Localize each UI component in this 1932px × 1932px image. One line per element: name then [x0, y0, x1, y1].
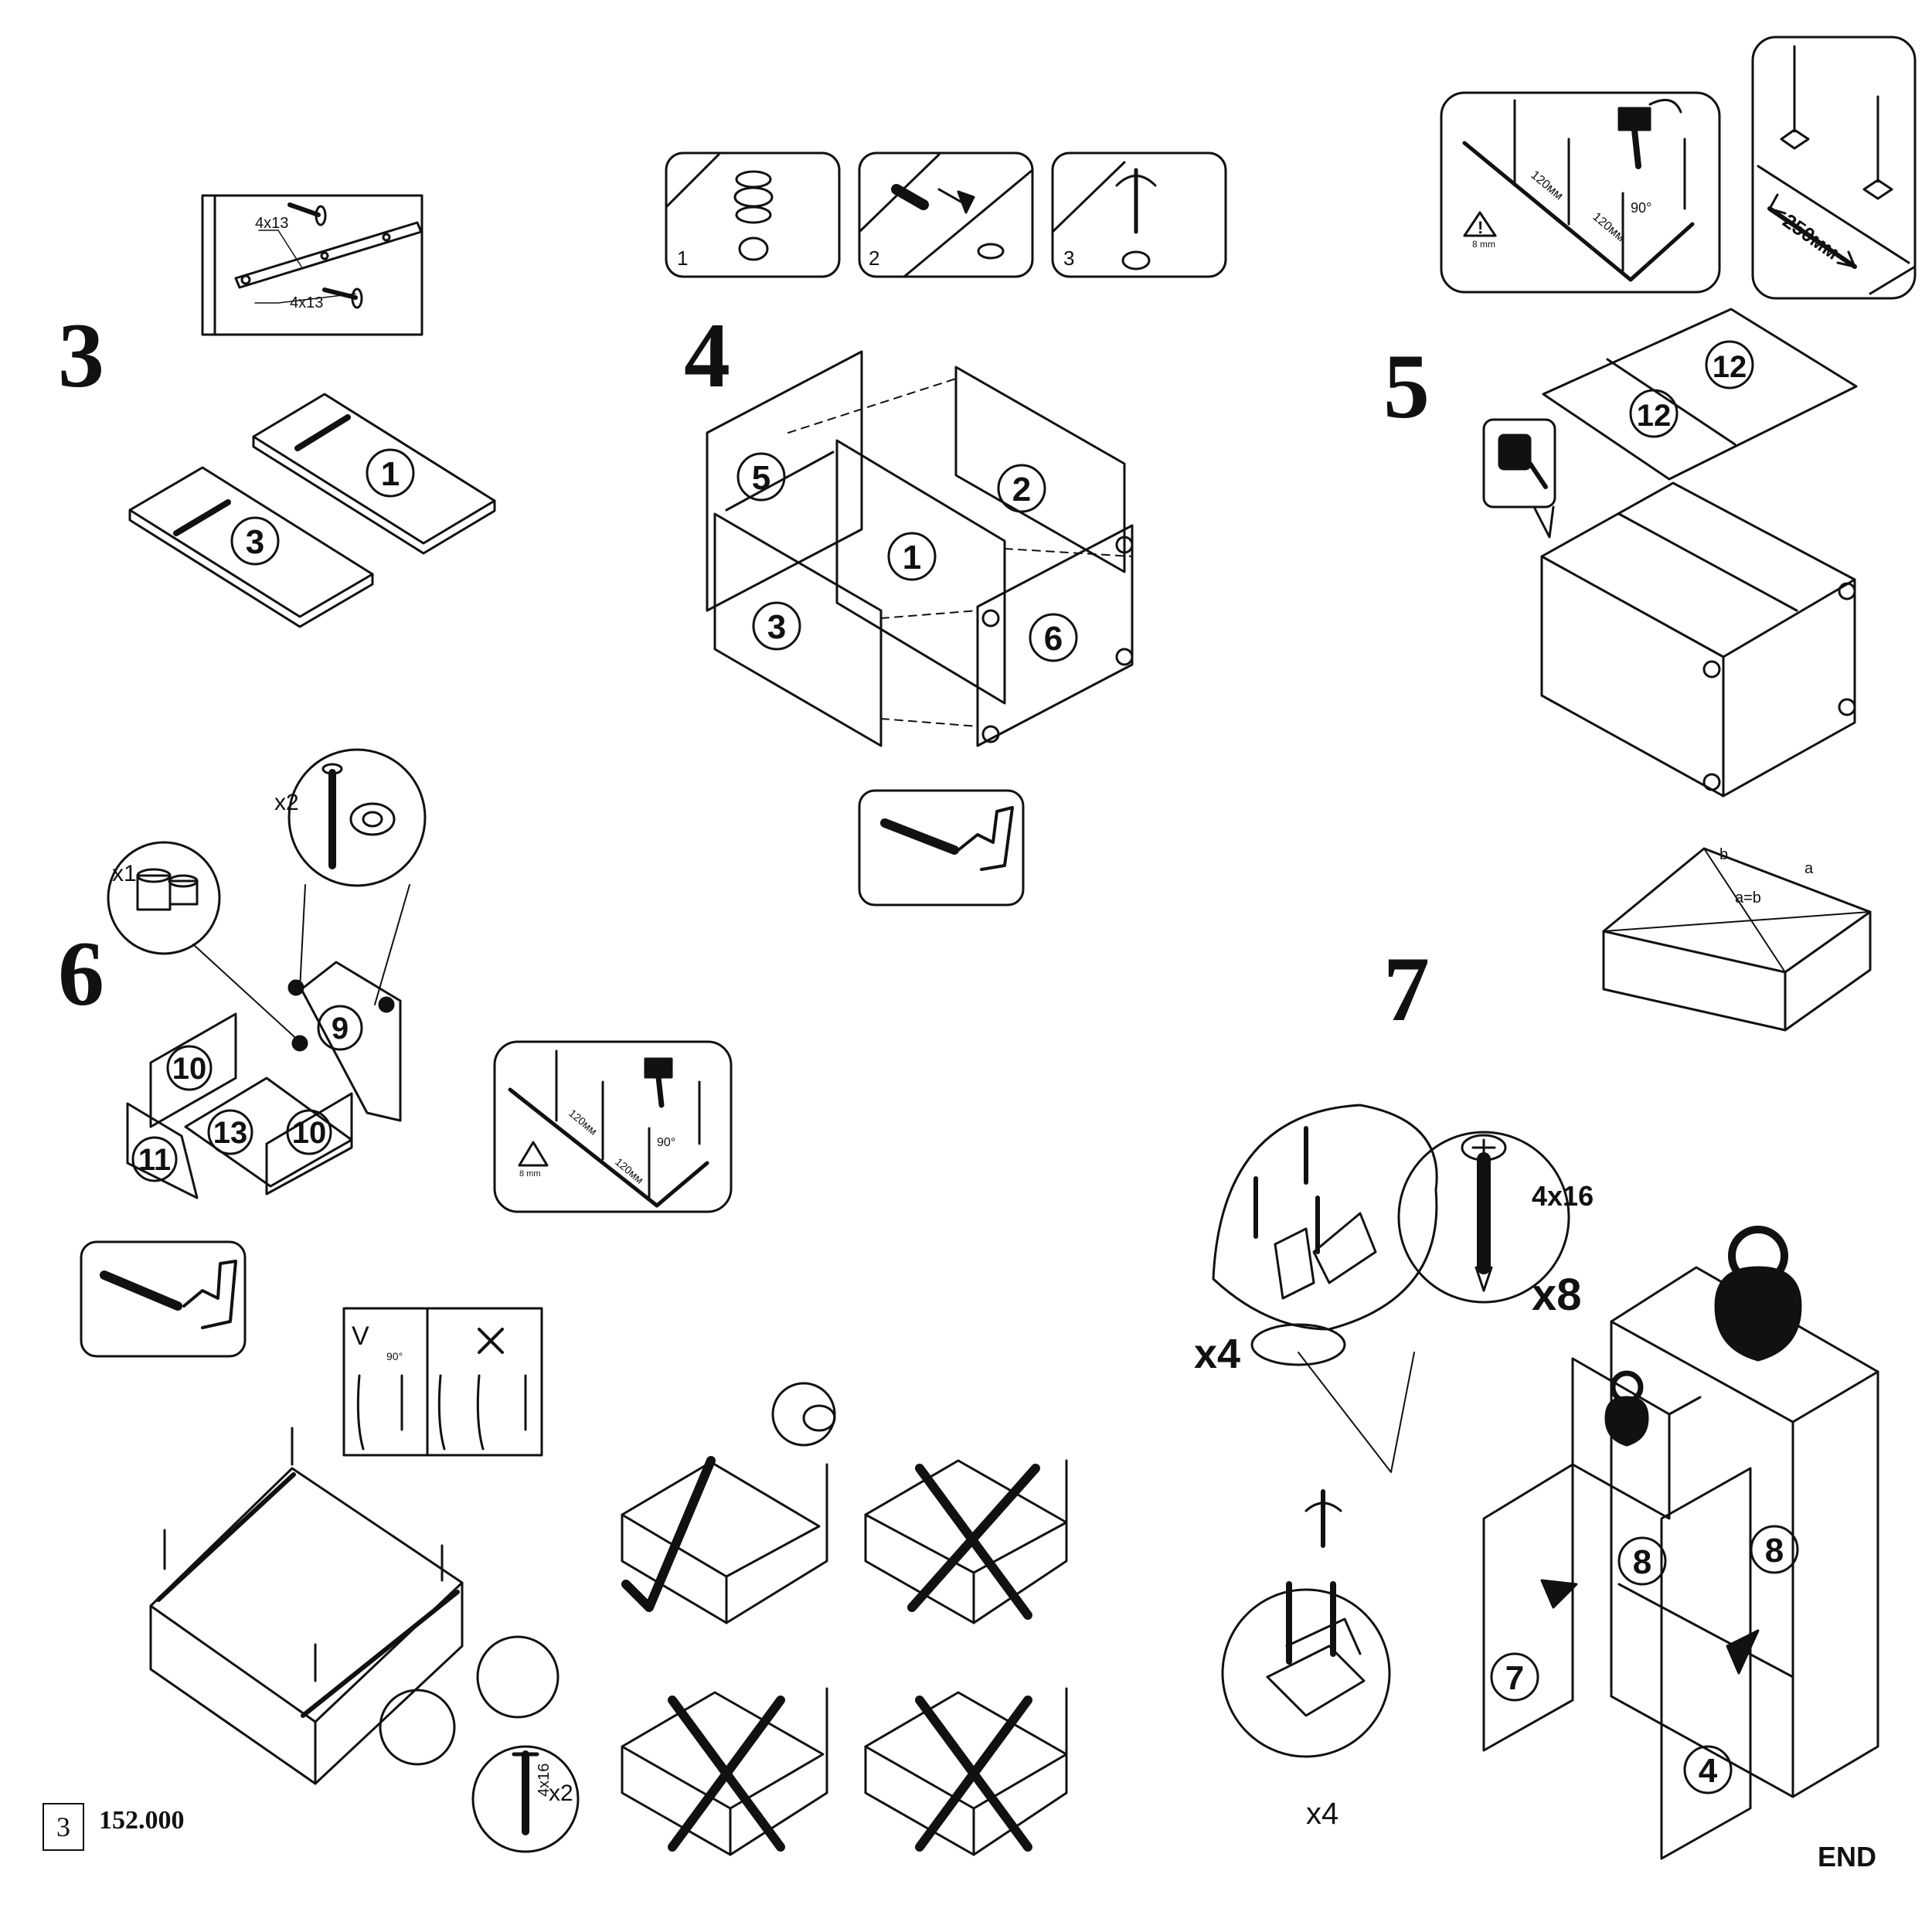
part-label: 12 — [1637, 399, 1672, 433]
measure-label: 8 mm — [1472, 239, 1495, 250]
quantity-label: x1 — [112, 861, 137, 886]
cabinet-final: 7 8 8 4 10 kg 5 kg — [1482, 1226, 1879, 1860]
measure-label: 120мм — [566, 1107, 600, 1138]
weight-5kg-icon: 5 kg — [1604, 1370, 1649, 1447]
step5-diagonal-check: b a a=b — [1602, 846, 1872, 1032]
measure-label: 250мм — [1779, 209, 1844, 264]
part-label: 4 — [1699, 1752, 1718, 1790]
part-label: 8 — [1765, 1532, 1784, 1570]
page-number: 3 — [43, 1803, 84, 1851]
measure-label: a=b — [1735, 889, 1761, 906]
measure-label: a — [1804, 860, 1814, 877]
quantity-label: x2 — [549, 1781, 573, 1806]
measure-label: 120мм — [613, 1155, 646, 1186]
hinge-plate-detail: x4 — [1221, 1489, 1391, 1831]
measure-label: 8 mm — [519, 1169, 541, 1179]
end-label: END — [1818, 1841, 1877, 1872]
step-number-7: 7 — [1383, 937, 1430, 1040]
screw-icon — [287, 202, 327, 226]
step6-dowel-detail: x1 — [107, 841, 221, 955]
quantity-label: x8 — [1532, 1270, 1582, 1320]
step5-carcass: 12 12 — [1482, 308, 1858, 798]
step5-spacing-detail: 250мм — [1751, 36, 1917, 300]
screw-size-label: 4x13 — [255, 215, 288, 232]
slide-orientation-check: V 90° — [342, 1307, 543, 1457]
part-label: 5 — [752, 459, 770, 497]
step-number-4: 4 — [684, 304, 730, 406]
hinge-screw-detail: 4x16 x8 — [1397, 1131, 1594, 1320]
drawer-alignment-wrong — [864, 1459, 1068, 1624]
part-label: 2 — [1012, 471, 1031, 509]
part-label: 12 — [1713, 350, 1747, 384]
slide-screw-details: 4x16 x2 — [379, 1635, 580, 1853]
screw-icon — [322, 287, 363, 309]
substep-number: 3 — [1063, 247, 1074, 270]
part-label: 1 — [381, 455, 400, 493]
drawer-alignment-correct — [621, 1382, 836, 1624]
model-number: 152.000 — [99, 1806, 185, 1835]
step-number-6: 6 — [58, 922, 104, 1025]
weight-label: 10 kg — [1730, 1301, 1786, 1327]
svg-text:!: ! — [1478, 218, 1483, 237]
quantity-label: x4 — [1194, 1331, 1240, 1377]
part-label: 6 — [1044, 620, 1063, 658]
quantity-label: x2 — [274, 790, 299, 815]
dowel-icon — [891, 184, 929, 210]
part-label: 10 — [292, 1116, 327, 1150]
part-label: 10 — [172, 1052, 207, 1086]
check-mark: V — [352, 1321, 369, 1351]
angle-label: 90° — [1631, 200, 1651, 216]
step6-drawer-parts: 10 9 11 13 10 — [126, 884, 410, 1199]
part-label: 3 — [246, 523, 264, 561]
angle-label: 90° — [386, 1350, 403, 1362]
measure-label: b — [1719, 846, 1728, 863]
step-number-5: 5 — [1383, 335, 1430, 437]
screw-size-label: 4x16 — [1532, 1180, 1594, 1212]
hammer-icon — [644, 1057, 673, 1108]
part-label: 9 — [332, 1012, 349, 1046]
drawer-alignment-wrong — [864, 1687, 1068, 1856]
hinge-detail: x4 — [1194, 1104, 1438, 1473]
part-label: 11 — [138, 1143, 171, 1177]
substep-number: 1 — [677, 247, 688, 270]
step6-screw-tool — [80, 1240, 247, 1358]
tape-measure-icon — [1482, 418, 1556, 539]
step4-cam-detail: 1 2 3 — [665, 151, 1227, 278]
part-label: 7 — [1505, 1659, 1524, 1697]
step4-carcass: 5 2 1 3 6 — [706, 350, 1134, 747]
screw-size-label: 4x16 — [536, 1764, 553, 1797]
weight-10kg-icon: 10 kg — [1714, 1226, 1802, 1362]
screw-size-label: 4x13 — [290, 294, 323, 311]
hammer-icon — [1617, 98, 1682, 169]
step6-cam-detail: x2 — [274, 748, 427, 887]
part-label: 3 — [767, 608, 786, 646]
step5-nail-detail: ! 8 mm 120мм 120мм 90° — [1440, 91, 1721, 294]
substep-number: 2 — [869, 247, 879, 270]
part-label: 1 — [903, 539, 921, 577]
part-label: 8 — [1633, 1543, 1651, 1581]
step4-screw-tool — [858, 789, 1025, 906]
measure-label: 120мм — [1590, 210, 1627, 244]
part-label: 13 — [213, 1116, 248, 1150]
angle-label: 90° — [657, 1136, 675, 1149]
drawer-alignment-wrong — [621, 1687, 828, 1856]
step6-nail-detail: 8 mm 120мм 120мм 90° — [493, 1040, 733, 1213]
step3-panels: 1 3 — [128, 393, 496, 628]
step-number-3: 3 — [58, 304, 104, 406]
quantity-label: x4 — [1306, 1797, 1338, 1831]
step3-slide-detail: 4x13 4x13 — [201, 194, 423, 336]
drawer-box-with-slides — [149, 1427, 464, 1785]
weight-label: 5 kg — [1614, 1415, 1639, 1430]
